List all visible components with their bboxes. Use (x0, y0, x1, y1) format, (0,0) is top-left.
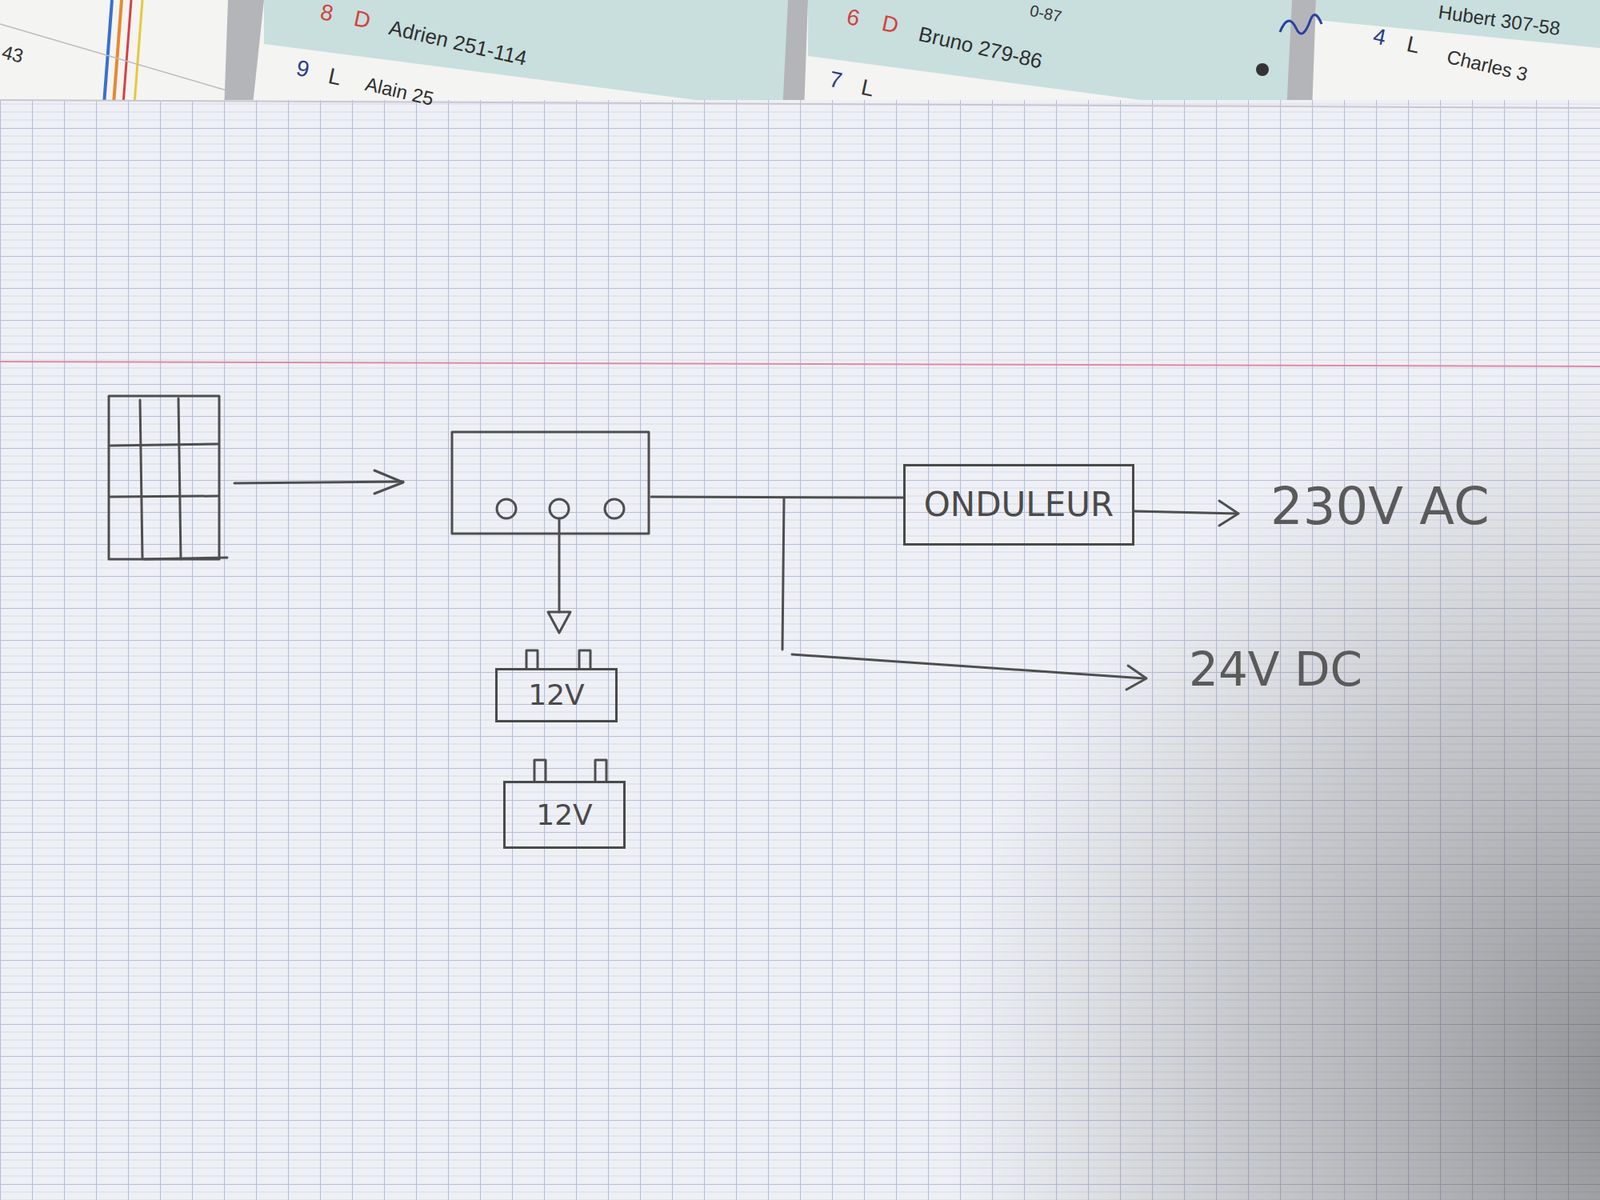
day-letter: L (859, 75, 877, 102)
day-number: 8 (318, 0, 336, 27)
card-number: 43 (0, 41, 26, 68)
day-letter: D (352, 6, 373, 34)
card-tab (264, 0, 788, 112)
saint-name: Adrien 251-114 (387, 16, 530, 70)
day-number: 9 (294, 56, 312, 83)
card-stripe (123, 0, 132, 104)
card-stripe (134, 0, 143, 104)
output-voltage: 24V DC (1188, 644, 1363, 696)
inverter-box: ONDULEUR (903, 464, 1135, 546)
day-letter: L (1404, 32, 1423, 59)
battery-box: 12V (503, 780, 626, 849)
battery-box: 12V (495, 668, 618, 723)
day-number: 4 (1371, 24, 1389, 51)
card-rule (0, 24, 232, 92)
card-tab (1316, 0, 1600, 48)
card-stripe (104, 0, 112, 104)
card-dot (1256, 63, 1269, 76)
day-number: 7 (827, 67, 845, 94)
card-separator (782, 0, 808, 112)
saint-name: Hubert 307-58 (1436, 1, 1562, 40)
day-letter: L (326, 64, 344, 91)
output-voltage: 230V AC (1270, 478, 1490, 535)
graph-paper (0, 100, 1600, 1200)
card-separator (224, 0, 264, 112)
node-label: 12V (536, 799, 592, 832)
saint-name: Bruno 279-86 (916, 22, 1045, 73)
saint-name: Charles 3 (1444, 46, 1530, 86)
card-ground (0, 0, 1600, 112)
node-label: 12V (528, 679, 584, 712)
day-number: 6 (844, 4, 863, 32)
day-letter: D (880, 11, 901, 39)
card-stripe (113, 0, 122, 104)
saint-name: Alain 25 (363, 73, 436, 110)
pen-scribble (1280, 15, 1322, 34)
photo-shadow (0, 100, 1600, 1200)
node-label: ONDULEUR (924, 486, 1114, 524)
card-number: 0-87 (1028, 1, 1064, 26)
